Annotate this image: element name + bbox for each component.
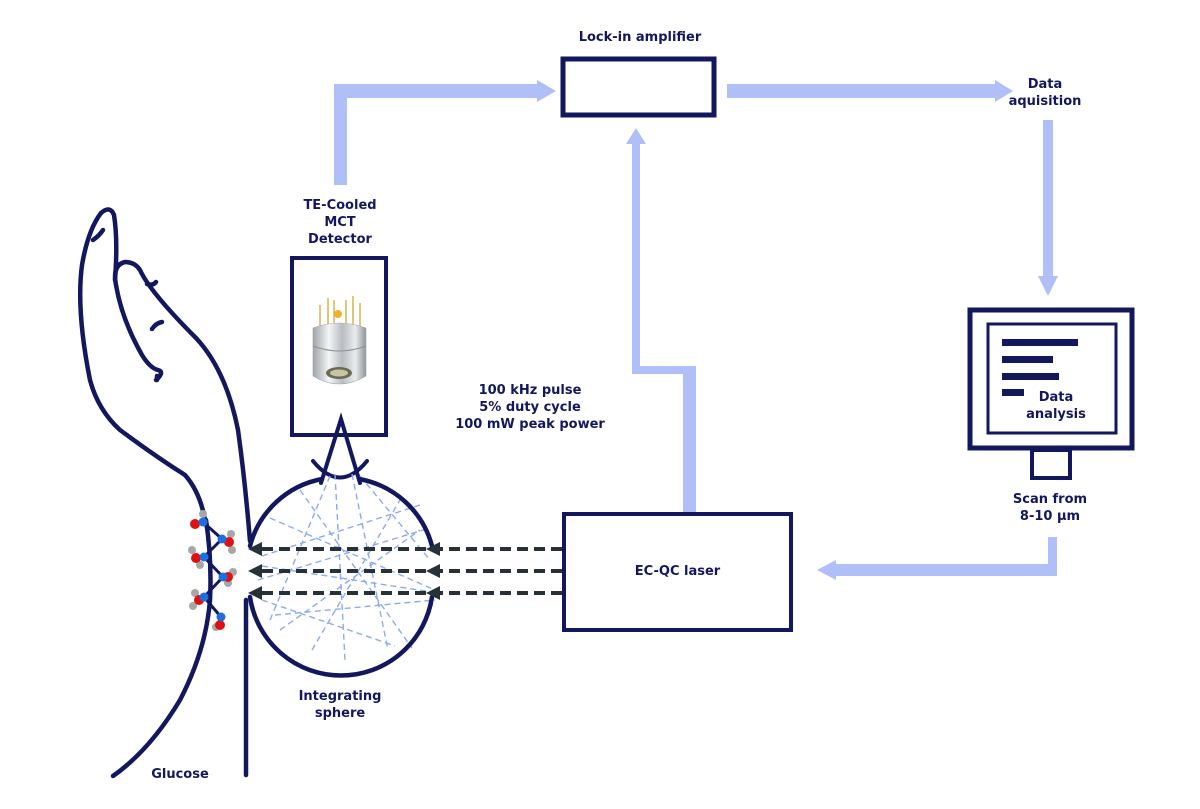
data-acquisition-line2: aquisition [1008,94,1082,109]
detector-label-line3: Detector [308,232,372,247]
lock-in-amplifier-box [560,56,717,118]
pulse-spec-line1: 100 kHz pulse [478,383,582,398]
data-acquisition-label: Data aquisition [995,76,1095,110]
scan-range-label: Scan from 8-10 µm [1000,491,1100,525]
hand-outline [77,207,253,779]
data-analysis-label: Data analysis [1014,389,1098,423]
scan-range-line1: Scan from [1012,492,1088,507]
detector-label: TE-Cooled MCT Detector [280,197,400,248]
pulse-spec-label: 100 kHz pulse 5% duty cycle 100 mW peak … [442,382,618,433]
scattered-light-rays [257,473,436,661]
glucose-molecule-icon [188,510,237,631]
text-lines-icon [1002,339,1078,396]
arrow-analysis-to-laser [817,537,1057,580]
integrating-sphere-line1: Integrating [298,689,382,704]
detector-box [290,256,388,437]
detector-label-line1: TE-Cooled [303,198,377,213]
integrating-sphere [247,476,435,678]
detector-label-line2: MCT [324,215,356,230]
flow-arrows [334,80,1058,580]
arrow-laser-to-lockin [626,128,696,512]
arrow-lockin-to-acquisition [727,80,1013,102]
arrow-detector-to-lockin [334,80,556,185]
arrow-acquisition-to-analysis [1038,120,1058,296]
mct-detector-icon [312,296,367,385]
laser-beams [258,547,562,595]
pulse-spec-line3: 100 mW peak power [455,417,605,432]
laser-box [562,512,793,632]
data-acquisition-line1: Data [1027,77,1063,92]
data-analysis-line2: analysis [1026,407,1086,422]
pulse-spec-line2: 5% duty cycle [479,400,581,415]
beam-arrowheads [248,542,440,600]
lock-in-amplifier-label: Lock-in amplifier [578,30,702,45]
laser-label: EC-QC laser [634,564,721,579]
integrating-sphere-line2: sphere [314,706,366,721]
glucose-label: Glucose [151,767,209,782]
data-analysis-line1: Data [1038,390,1074,405]
integrating-sphere-label: Integrating sphere [290,688,390,722]
computer-monitor-icon [967,307,1135,480]
scan-range-line2: 8-10 µm [1019,509,1081,524]
light-cone [311,412,369,485]
